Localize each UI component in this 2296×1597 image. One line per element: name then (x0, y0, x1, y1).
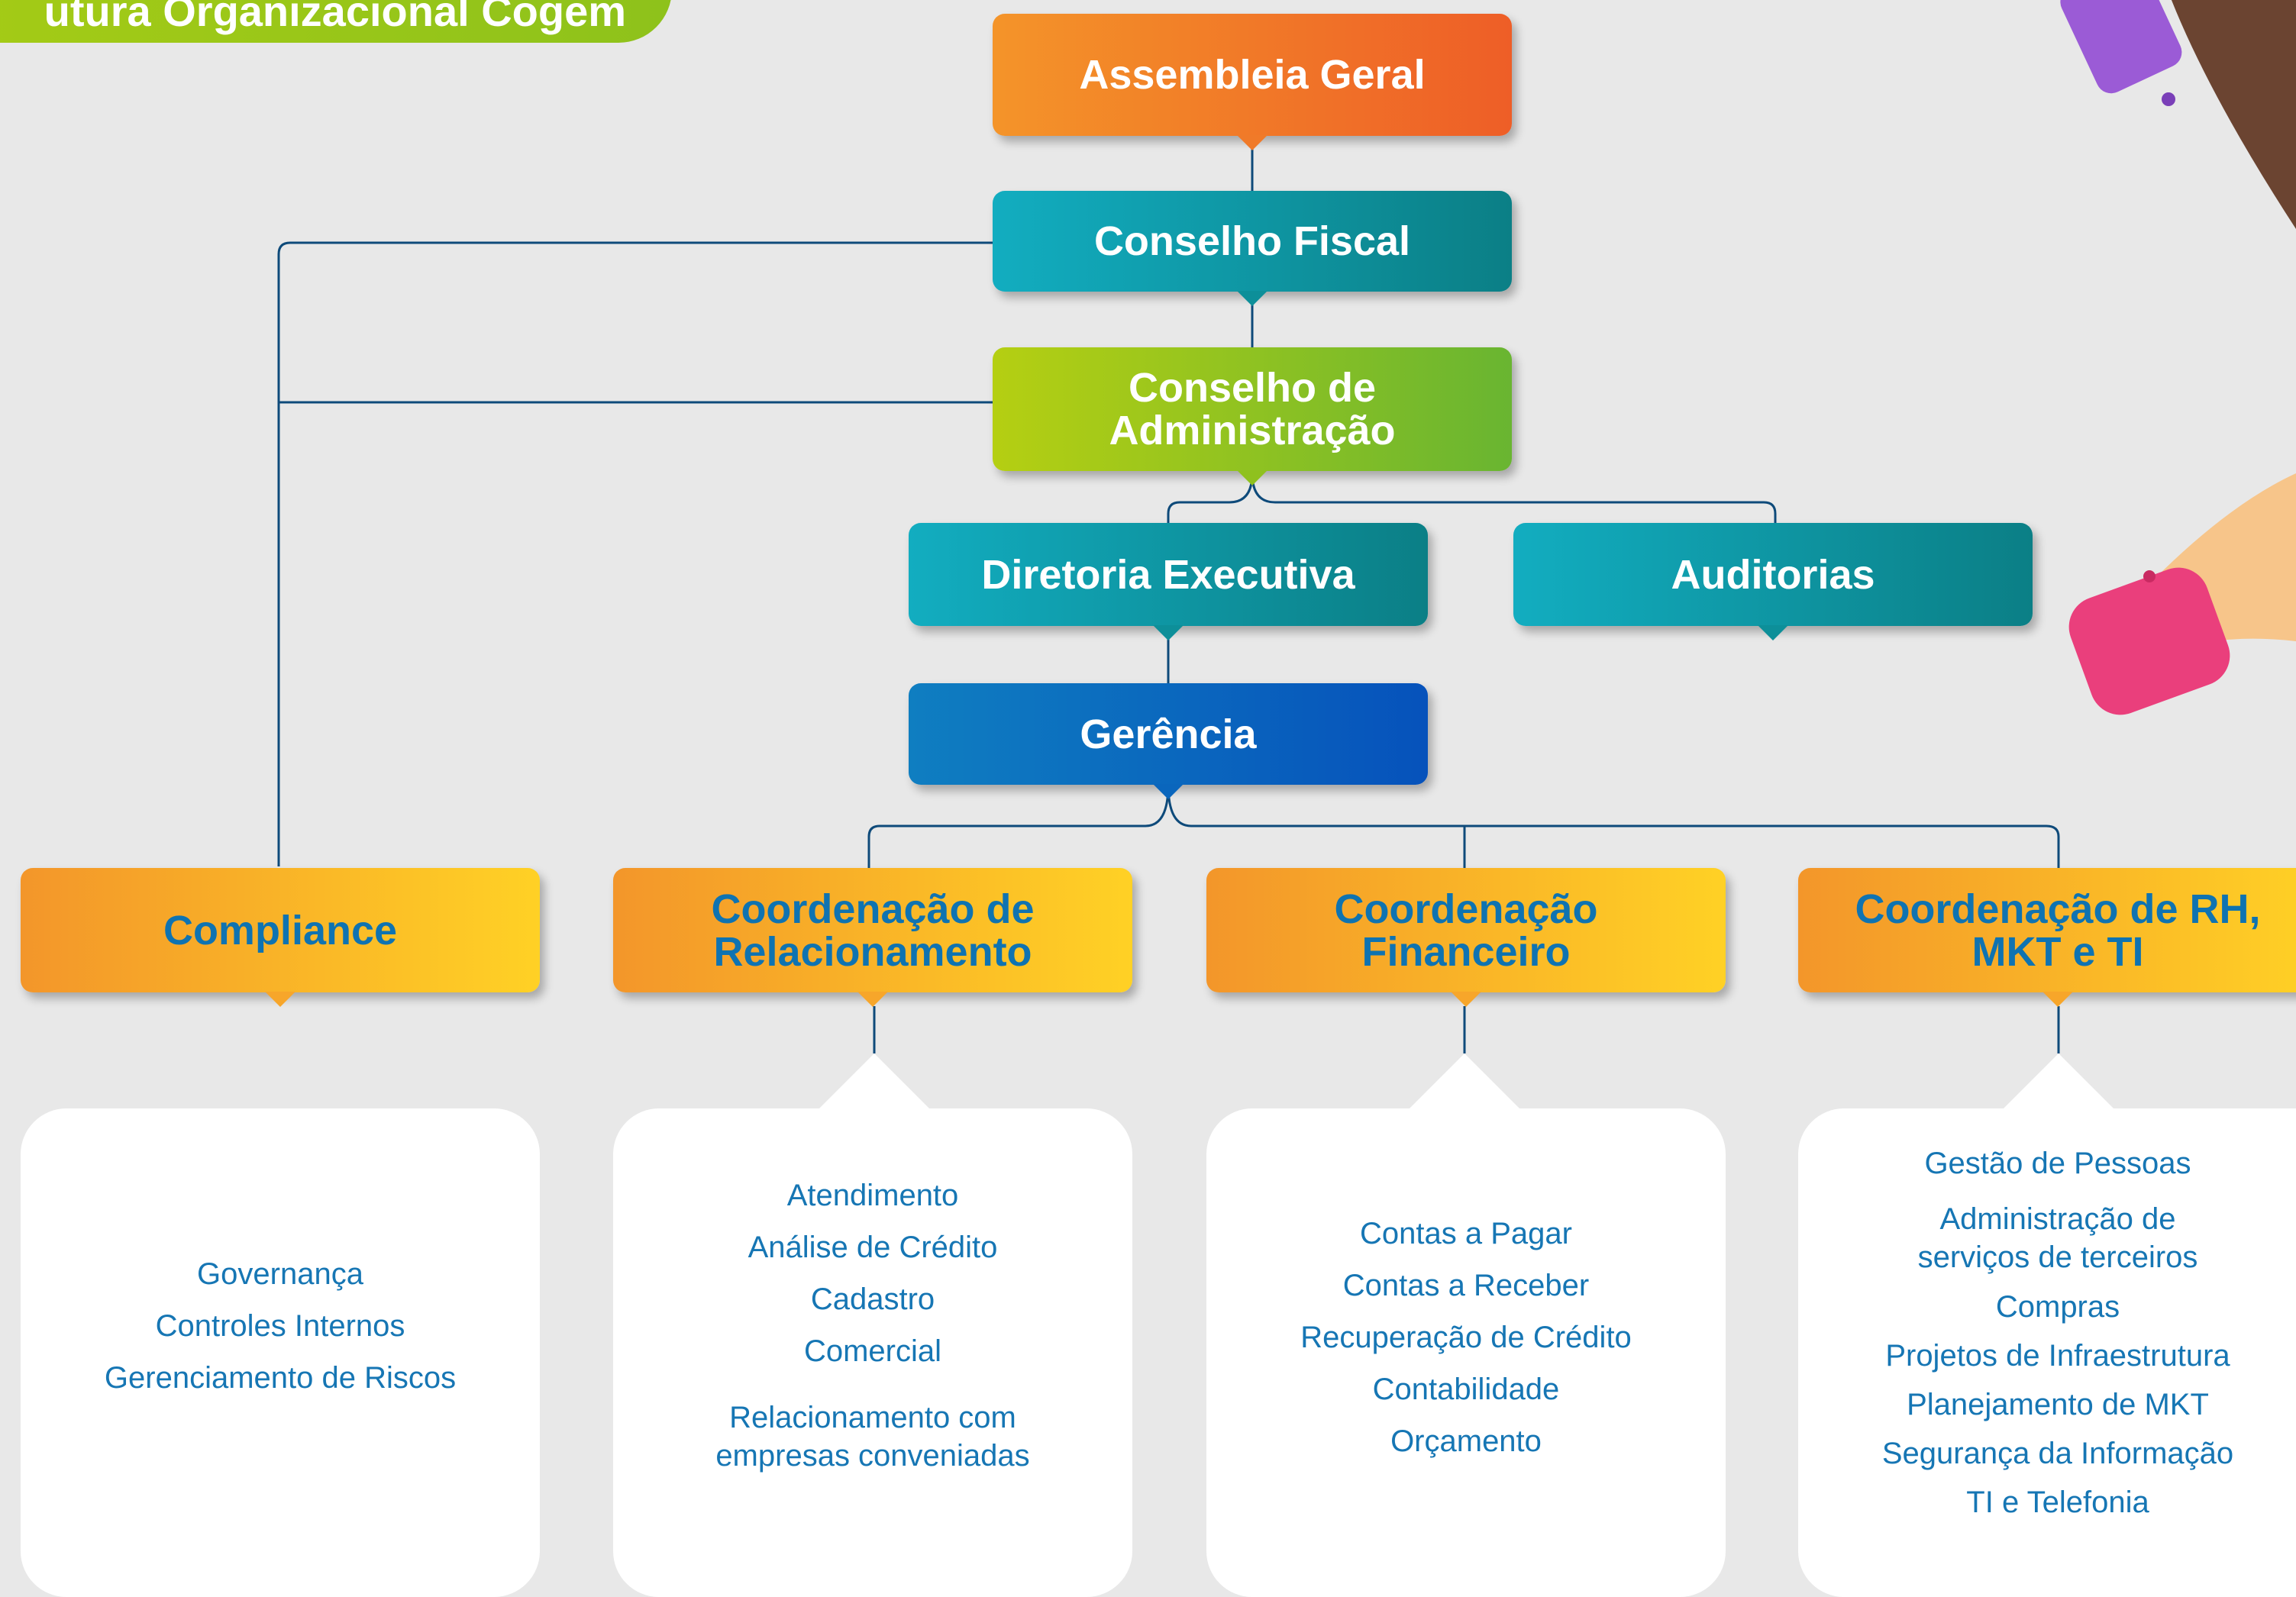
list-item: Atendimento (786, 1179, 959, 1212)
coordenacao-rh-label-line1: Coordenação de RH, (1855, 886, 2261, 932)
coordenacao-rh-label-line2: MKT e TI (1971, 928, 2144, 975)
connector-lines (277, 137, 2060, 1053)
coordenacao-financeiro-label-line2: Financeiro (1361, 928, 1571, 975)
coordenacao-financeiro-box: Coordenação Financeiro (1206, 868, 1726, 1007)
list-item: Análise de Crédito (748, 1231, 998, 1264)
list-item: Projetos de Infraestrutura (1885, 1339, 2230, 1373)
relacionamento-card-pointer (819, 1053, 929, 1108)
list-item: Contas a Pagar (1360, 1217, 1572, 1250)
list-item: Planejamento de MKT (1907, 1388, 2209, 1421)
financeiro-card-pointer (1410, 1053, 1519, 1108)
financeiro-card: Contas a Pagar Contas a Receber Recupera… (1206, 1108, 1726, 1597)
list-item: Governança (197, 1257, 363, 1291)
coordenacao-relacionamento-box: Coordenação de Relacionamento (613, 868, 1132, 1007)
hand-illustration-bottom (2068, 473, 2296, 715)
list-item: Segurança da Informação (1881, 1437, 2234, 1470)
list-item: Orçamento (1390, 1424, 1542, 1458)
gerencia-label: Gerência (1080, 711, 1257, 757)
list-item: Gestão de Pessoas (1924, 1147, 2191, 1180)
list-item: Cadastro (810, 1282, 935, 1316)
rh-mkt-ti-card: Gestão de Pessoas Administração de servi… (1798, 1108, 2296, 1597)
conselho-fiscal-label: Conselho Fiscal (1093, 218, 1411, 264)
list-item: Recuperação de Crédito (1300, 1321, 1632, 1354)
conselho-administracao-box: Conselho de Administração (993, 347, 1512, 486)
compliance-card: Governança Controles Internos Gerenciame… (21, 1108, 540, 1597)
coordenacao-relacionamento-label-line1: Coordenação de (711, 886, 1035, 932)
coordenacao-financeiro-label-line1: Coordenação (1334, 886, 1598, 932)
diretoria-executiva-label: Diretoria Executiva (981, 551, 1355, 598)
page-title-banner: utura Organizacional Cogem (0, 0, 672, 43)
assembleia-geral-label: Assembleia Geral (1079, 52, 1426, 98)
compliance-label: Compliance (163, 907, 398, 953)
compliance-box: Compliance (21, 868, 540, 1007)
list-item: Compras (1995, 1290, 2120, 1324)
auditorias-box: Auditorias (1513, 523, 2033, 640)
coordenacao-relacionamento-label-line2: Relacionamento (713, 928, 1032, 975)
list-item: Controles Internos (155, 1309, 405, 1343)
list-item: Contabilidade (1372, 1373, 1560, 1406)
list-item: Contas a Receber (1342, 1269, 1590, 1302)
conselho-administracao-label-line2: Administração (1109, 408, 1396, 453)
gerencia-box: Gerência (909, 683, 1428, 799)
rh-card-pointer (2004, 1053, 2114, 1108)
conselho-administracao-label-line1: Conselho de (1128, 365, 1377, 411)
assembleia-geral-box: Assembleia Geral (993, 14, 1512, 150)
list-item: Gerenciamento de Riscos (104, 1361, 457, 1395)
diretoria-executiva-box: Diretoria Executiva (909, 523, 1428, 640)
auditorias-label: Auditorias (1671, 551, 1875, 598)
conselho-fiscal-box: Conselho Fiscal (993, 191, 1512, 306)
coordenacao-rh-mkt-ti-box: Coordenação de RH, MKT e TI (1798, 868, 2296, 1007)
page-title: utura Organizacional Cogem (44, 0, 626, 35)
hand-illustration-top (2060, 0, 2296, 229)
list-item: Comercial (803, 1334, 942, 1368)
list-item: Relacionamento com empresas conveniadas (715, 1401, 1030, 1473)
relacionamento-card: Atendimento Análise de Crédito Cadastro … (613, 1108, 1132, 1597)
list-item: Administração de serviços de terceiros (1917, 1202, 2198, 1274)
list-item: TI e Telefonia (1966, 1486, 2149, 1519)
